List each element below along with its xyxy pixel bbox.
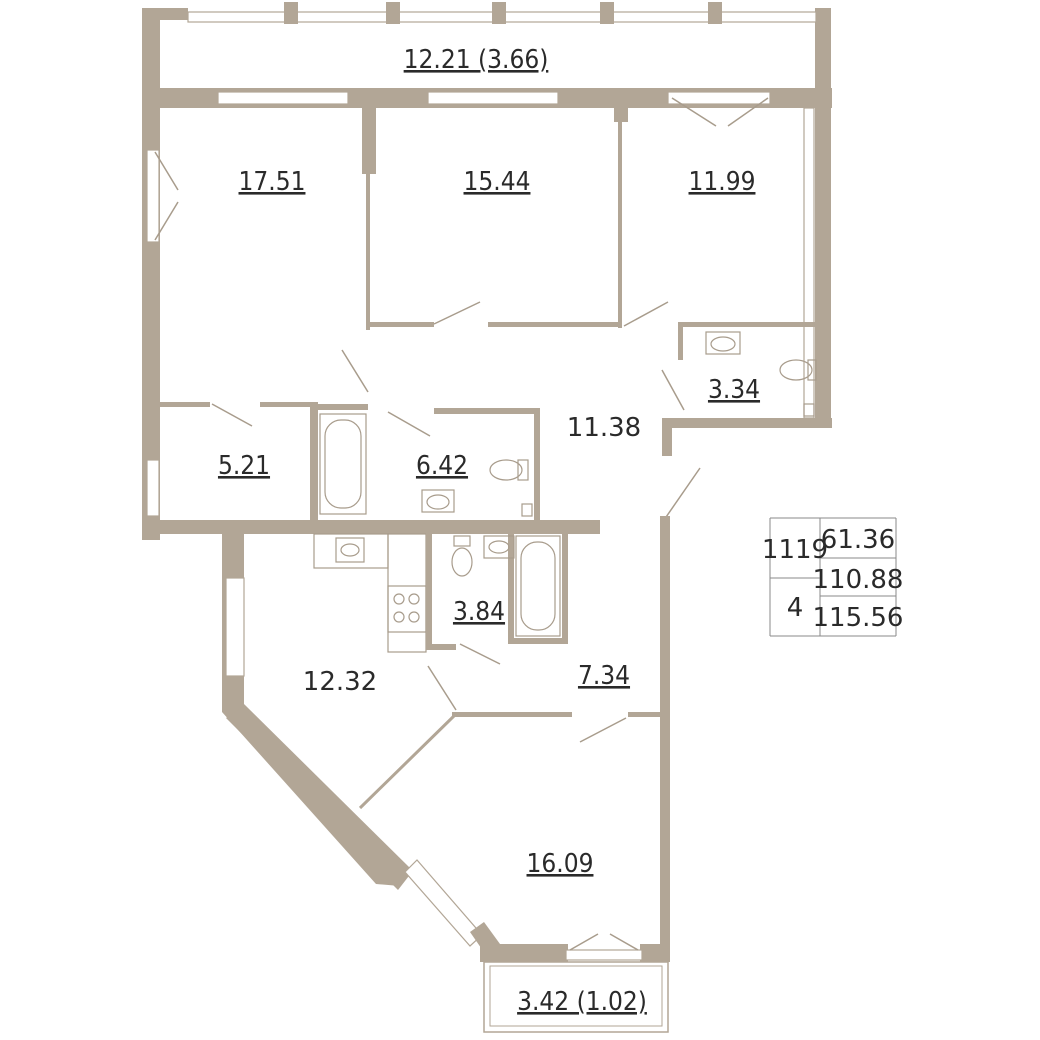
bedroom-left-area: 17.51	[239, 167, 306, 197]
toilet-icon	[489, 459, 529, 481]
toilet-icon	[451, 535, 473, 577]
bedroom-right-area: 11.99	[689, 167, 756, 197]
toilet-icon	[779, 359, 817, 381]
living-room-area: 16.09	[527, 849, 594, 879]
total-area: 110.88	[813, 565, 904, 595]
balcony-bottom	[483, 961, 669, 1033]
bedroom-middle-area: 15.44	[464, 167, 531, 197]
bathtub-icon	[515, 535, 561, 637]
apartment-info-table: 1119 4 61.36 110.88 115.56	[762, 517, 904, 637]
hall-area: 11.38	[567, 413, 641, 443]
balcony-bottom-area: 3.42 (1.02)	[517, 987, 647, 1017]
bathroom-right-area: 3.34	[708, 375, 760, 405]
living-area: 61.36	[821, 525, 895, 555]
sink-icon	[705, 331, 741, 355]
kitchen-area: 12.32	[303, 667, 377, 697]
storage-area: 5.21	[218, 451, 270, 481]
bathroom-small-area: 3.84	[453, 597, 505, 627]
corridor-area: 7.34	[578, 661, 630, 691]
kitchen-counter	[313, 533, 427, 653]
sink-icon	[483, 535, 515, 559]
sink-icon	[421, 489, 455, 513]
rooms-count: 4	[787, 593, 804, 623]
total-area-with-balconies: 115.56	[813, 603, 904, 633]
bathtub-icon	[319, 413, 367, 515]
loggia-top	[142, 2, 831, 90]
apartment-number: 1119	[762, 535, 828, 565]
bathroom-center-area: 6.42	[416, 451, 468, 481]
loggia-top-area: 12.21 (3.66)	[404, 45, 549, 75]
